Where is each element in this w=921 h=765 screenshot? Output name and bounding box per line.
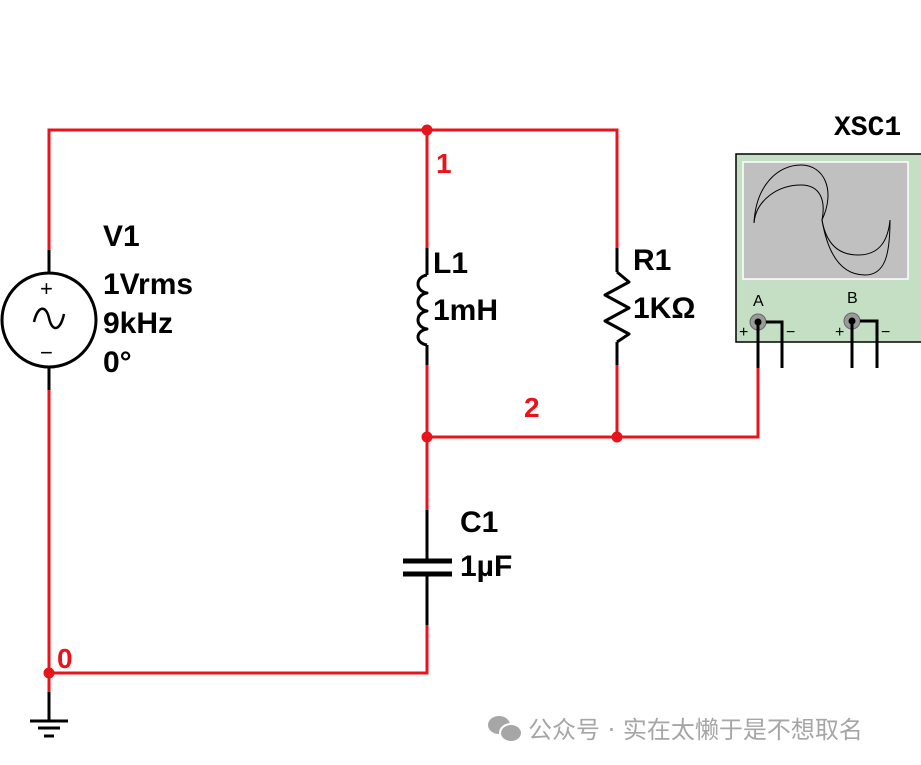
net-label-2: 2 — [524, 392, 540, 423]
channel-a-minus: − — [786, 324, 795, 341]
watermark: 公众号 · 实在太懒于是不想取名 — [488, 710, 863, 745]
wires — [47, 128, 760, 694]
ac-voltage-source[interactable]: + − — [0, 250, 98, 390]
junction-node1 — [421, 124, 433, 136]
resistor-name: R1 — [633, 244, 671, 277]
source-name: V1 — [103, 220, 140, 253]
channel-a-plus: + — [739, 324, 748, 341]
resistor[interactable] — [603, 248, 631, 365]
capacitor[interactable] — [403, 510, 452, 625]
channel-a-minus-lead — [766, 320, 784, 368]
inductor[interactable] — [416, 248, 429, 365]
resistor-zigzag-icon — [603, 270, 631, 344]
source-plus-sign: + — [40, 276, 53, 301]
oscilloscope-screen — [742, 161, 909, 280]
inductor-coil-icon — [416, 273, 429, 347]
watermark-text: 公众号 · 实在太懒于是不想取名 — [528, 716, 863, 744]
wire-top[interactable] — [47, 128, 619, 252]
source-circle-icon — [0, 271, 98, 369]
wire-bottom[interactable] — [47, 388, 429, 675]
net-label-1: 1 — [436, 148, 452, 179]
junction-node2-right — [611, 431, 623, 443]
junction-node2-left — [421, 431, 433, 443]
capacitor-name: C1 — [460, 506, 498, 539]
channel-b-minus: − — [881, 324, 890, 341]
inductor-name: L1 — [433, 247, 468, 280]
channel-b-plus: + — [835, 324, 844, 341]
ground-icon — [30, 692, 68, 738]
channel-a-label: A — [753, 293, 764, 310]
junction-node0 — [43, 667, 55, 679]
channel-b-label: B — [847, 290, 858, 307]
wechat-icon — [488, 714, 523, 743]
oscilloscope[interactable]: A + − B + − — [735, 153, 921, 368]
waveform-trace-small — [753, 184, 891, 256]
wire-node2-scope[interactable] — [425, 366, 760, 439]
oscilloscope-name: XSC1 — [834, 113, 901, 144]
source-minus-sign: − — [40, 340, 53, 365]
capacitor-value: 1µF — [460, 550, 512, 583]
resistor-value: 1KΩ — [633, 292, 695, 325]
source-value: 1Vrms — [103, 268, 193, 301]
sine-wave-icon — [32, 307, 66, 330]
channel-b-minus-lead — [860, 319, 879, 368]
source-frequency: 9kHz — [103, 307, 173, 340]
inductor-value: 1mH — [433, 294, 498, 327]
source-phase: 0° — [103, 346, 132, 379]
net-label-0: 0 — [57, 643, 73, 674]
